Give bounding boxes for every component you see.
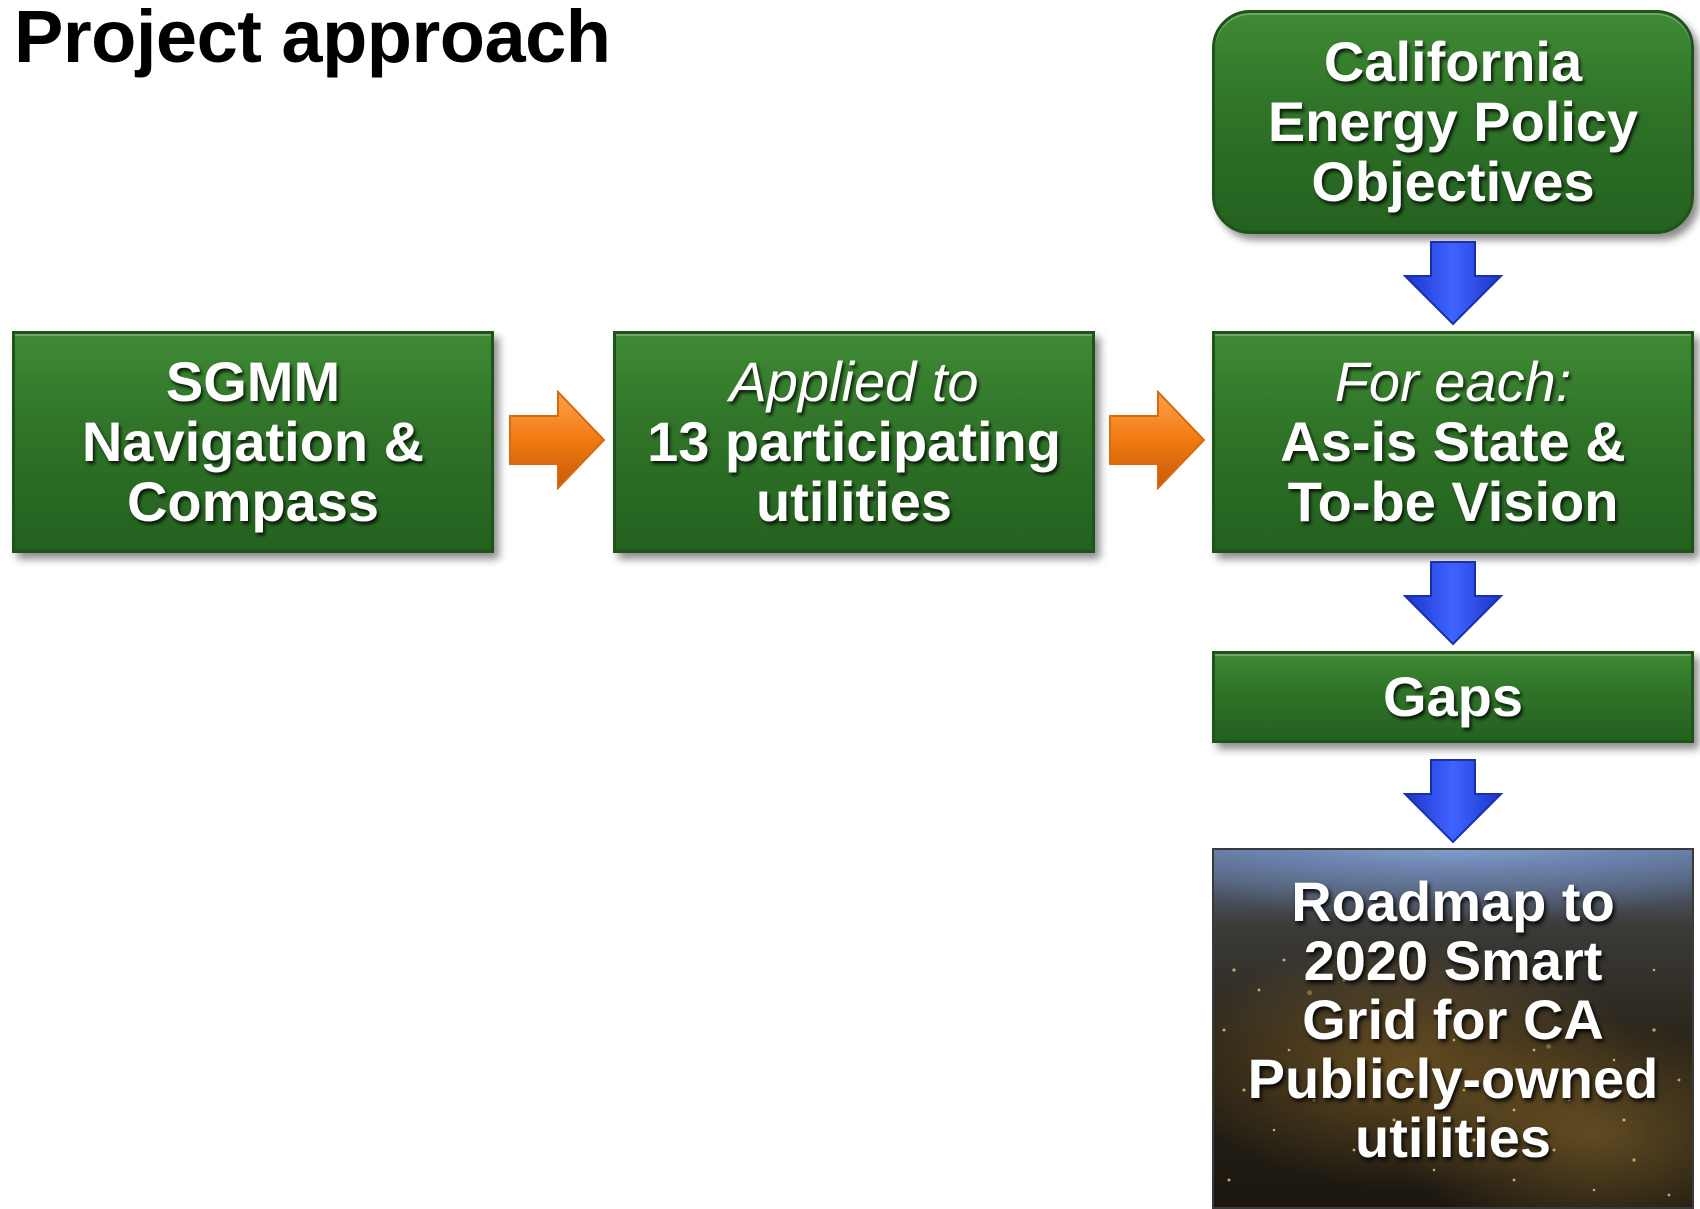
policy-line-2: Energy Policy xyxy=(1267,90,1639,153)
for-each-box: For each: As-is State & To-be Vision xyxy=(1212,331,1694,553)
orange-arrow-right-icon xyxy=(1109,390,1206,490)
roadmap-line-1: Roadmap to xyxy=(1291,870,1615,933)
roadmap-line-3: Grid for CA xyxy=(1302,988,1604,1051)
sgmm-line-2: Navigation & xyxy=(81,410,425,473)
policy-line-3: Objectives xyxy=(1311,150,1595,213)
gaps-box: Gaps xyxy=(1212,651,1694,743)
for-each-line-2: To-be Vision xyxy=(1287,470,1619,533)
blue-arrow-down-icon xyxy=(1403,759,1503,844)
applied-line-1: 13 participating xyxy=(647,410,1061,473)
for-each-line-1: As-is State & xyxy=(1280,410,1626,473)
gaps-label: Gaps xyxy=(1382,665,1524,728)
page-title: Project approach xyxy=(14,0,611,78)
blue-arrow-down-icon xyxy=(1403,241,1503,326)
orange-arrow-right-icon xyxy=(509,390,606,490)
roadmap-city-lights-box: Roadmap to 2020 Smart Grid for CA Public… xyxy=(1212,848,1694,1209)
applied-line-2: utilities xyxy=(755,470,953,533)
roadmap-line-2: 2020 Smart xyxy=(1303,929,1603,992)
roadmap-line-5: utilities xyxy=(1354,1106,1552,1169)
applied-italic-line: Applied to xyxy=(729,350,979,413)
policy-objectives-box: California Energy Policy Objectives xyxy=(1212,10,1694,234)
applied-box: Applied to 13 participating utilities xyxy=(613,331,1095,553)
for-each-italic-line: For each: xyxy=(1334,350,1572,413)
policy-line-1: California xyxy=(1323,30,1583,93)
sgmm-line-3: Compass xyxy=(126,470,380,533)
roadmap-line-4: Publicly-owned xyxy=(1247,1047,1659,1110)
city-lights-background xyxy=(1222,958,1681,1197)
sgmm-box: SGMM Navigation & Compass xyxy=(12,331,494,553)
blue-arrow-down-icon xyxy=(1403,561,1503,646)
sgmm-line-1: SGMM xyxy=(165,350,341,413)
